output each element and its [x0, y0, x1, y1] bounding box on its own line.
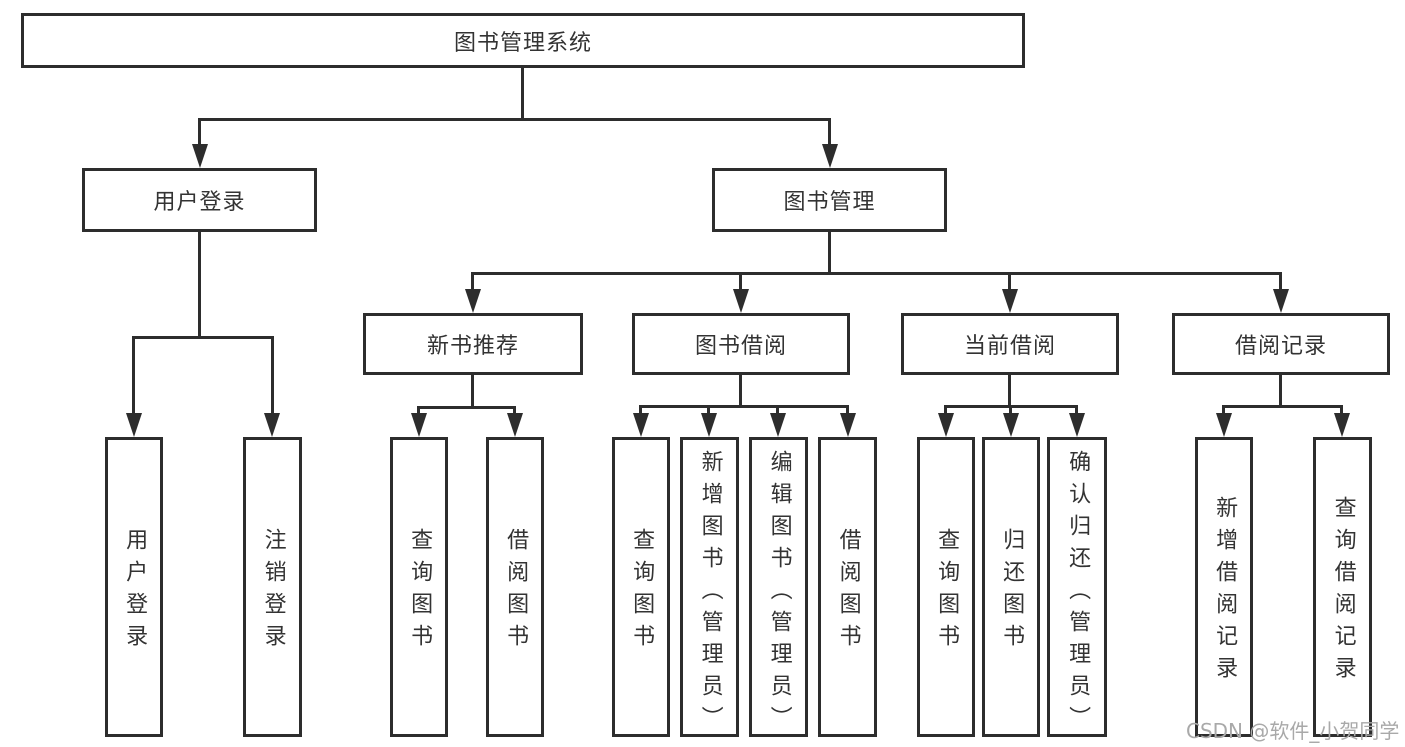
- arrow-down-icon: [1069, 413, 1085, 437]
- connector-line: [513, 406, 516, 416]
- connector-line: [739, 272, 742, 291]
- arrow-down-icon: [770, 413, 786, 437]
- leaf-bb-add-books-admin: 新增图书（管理员）: [680, 437, 739, 738]
- leaf-rec-query-books: 查询图书: [390, 437, 448, 737]
- node-library-management-system: 图书管理系统: [21, 13, 1025, 68]
- connector-line: [521, 68, 524, 121]
- connector-line: [776, 405, 779, 416]
- connector-line: [471, 375, 474, 409]
- connector-line: [944, 405, 947, 416]
- leaf-logout: 注销登录: [243, 437, 302, 737]
- connector-line: [828, 118, 831, 146]
- connector-line: [1222, 405, 1343, 408]
- node-book-borrowing: 图书借阅: [632, 313, 850, 375]
- connector-line: [1008, 374, 1011, 408]
- connector-line: [417, 406, 420, 416]
- connector-line: [471, 272, 1282, 275]
- connector-line: [132, 336, 274, 339]
- arrow-down-icon: [465, 289, 481, 313]
- node-new-book-recommend: 新书推荐: [363, 313, 583, 375]
- connector-line: [1075, 405, 1078, 416]
- arrow-down-icon: [938, 413, 954, 437]
- leaf-bb-edit-books-admin: 编辑图书（管理员）: [749, 437, 808, 738]
- node-user-login: 用户登录: [82, 168, 317, 232]
- arrow-down-icon: [822, 144, 838, 168]
- connector-line: [1279, 374, 1282, 408]
- arrow-down-icon: [701, 413, 717, 437]
- csdn-watermark: CSDN @软件_小贺同学: [1186, 719, 1400, 743]
- leaf-bb-query-books: 查询图书: [612, 437, 670, 737]
- leaf-cb-confirm-return-admin: 确认归还（管理员）: [1047, 437, 1107, 738]
- connector-line: [198, 118, 201, 146]
- node-borrowing-records: 借阅记录: [1172, 313, 1390, 375]
- arrow-down-icon: [507, 413, 523, 437]
- connector-line: [198, 118, 831, 121]
- leaf-br-add-record: 新增借阅记录: [1195, 437, 1253, 737]
- arrow-down-icon: [1334, 413, 1350, 437]
- leaf-br-query-record: 查询借阅记录: [1313, 437, 1372, 737]
- leaf-bb-borrow-books: 借阅图书: [818, 437, 877, 737]
- arrow-down-icon: [1003, 413, 1019, 437]
- arrow-down-icon: [633, 413, 649, 437]
- connector-line: [1340, 405, 1343, 416]
- arrow-down-icon: [733, 289, 749, 313]
- arrow-down-icon: [411, 413, 427, 437]
- arrow-down-icon: [192, 144, 208, 168]
- connector-line: [198, 232, 201, 339]
- leaf-cb-return-books: 归还图书: [982, 437, 1040, 737]
- arrow-down-icon: [1216, 413, 1232, 437]
- connector-line: [639, 405, 642, 416]
- connector-line: [639, 405, 849, 408]
- connector-line: [707, 405, 710, 416]
- connector-line: [132, 336, 135, 415]
- connector-line: [828, 232, 831, 275]
- node-current-borrowing: 当前借阅: [901, 313, 1119, 375]
- arrow-down-icon: [1273, 289, 1289, 313]
- arrow-down-icon: [126, 413, 142, 437]
- leaf-cb-query-books: 查询图书: [917, 437, 975, 737]
- leaf-rec-borrow-books: 借阅图书: [486, 437, 544, 737]
- leaf-user-login: 用户登录: [105, 437, 163, 737]
- connector-line: [739, 374, 742, 408]
- connector-line: [1008, 272, 1011, 291]
- connector-line: [846, 405, 849, 416]
- node-book-management: 图书管理: [712, 168, 947, 232]
- connector-line: [471, 272, 474, 291]
- arrow-down-icon: [840, 413, 856, 437]
- connector-line: [1222, 405, 1225, 416]
- connector-line: [1009, 405, 1012, 416]
- arrow-down-icon: [1002, 289, 1018, 313]
- arrow-down-icon: [264, 413, 280, 437]
- connector-line: [271, 336, 274, 415]
- connector-line: [1279, 272, 1282, 291]
- connector-line: [417, 406, 516, 409]
